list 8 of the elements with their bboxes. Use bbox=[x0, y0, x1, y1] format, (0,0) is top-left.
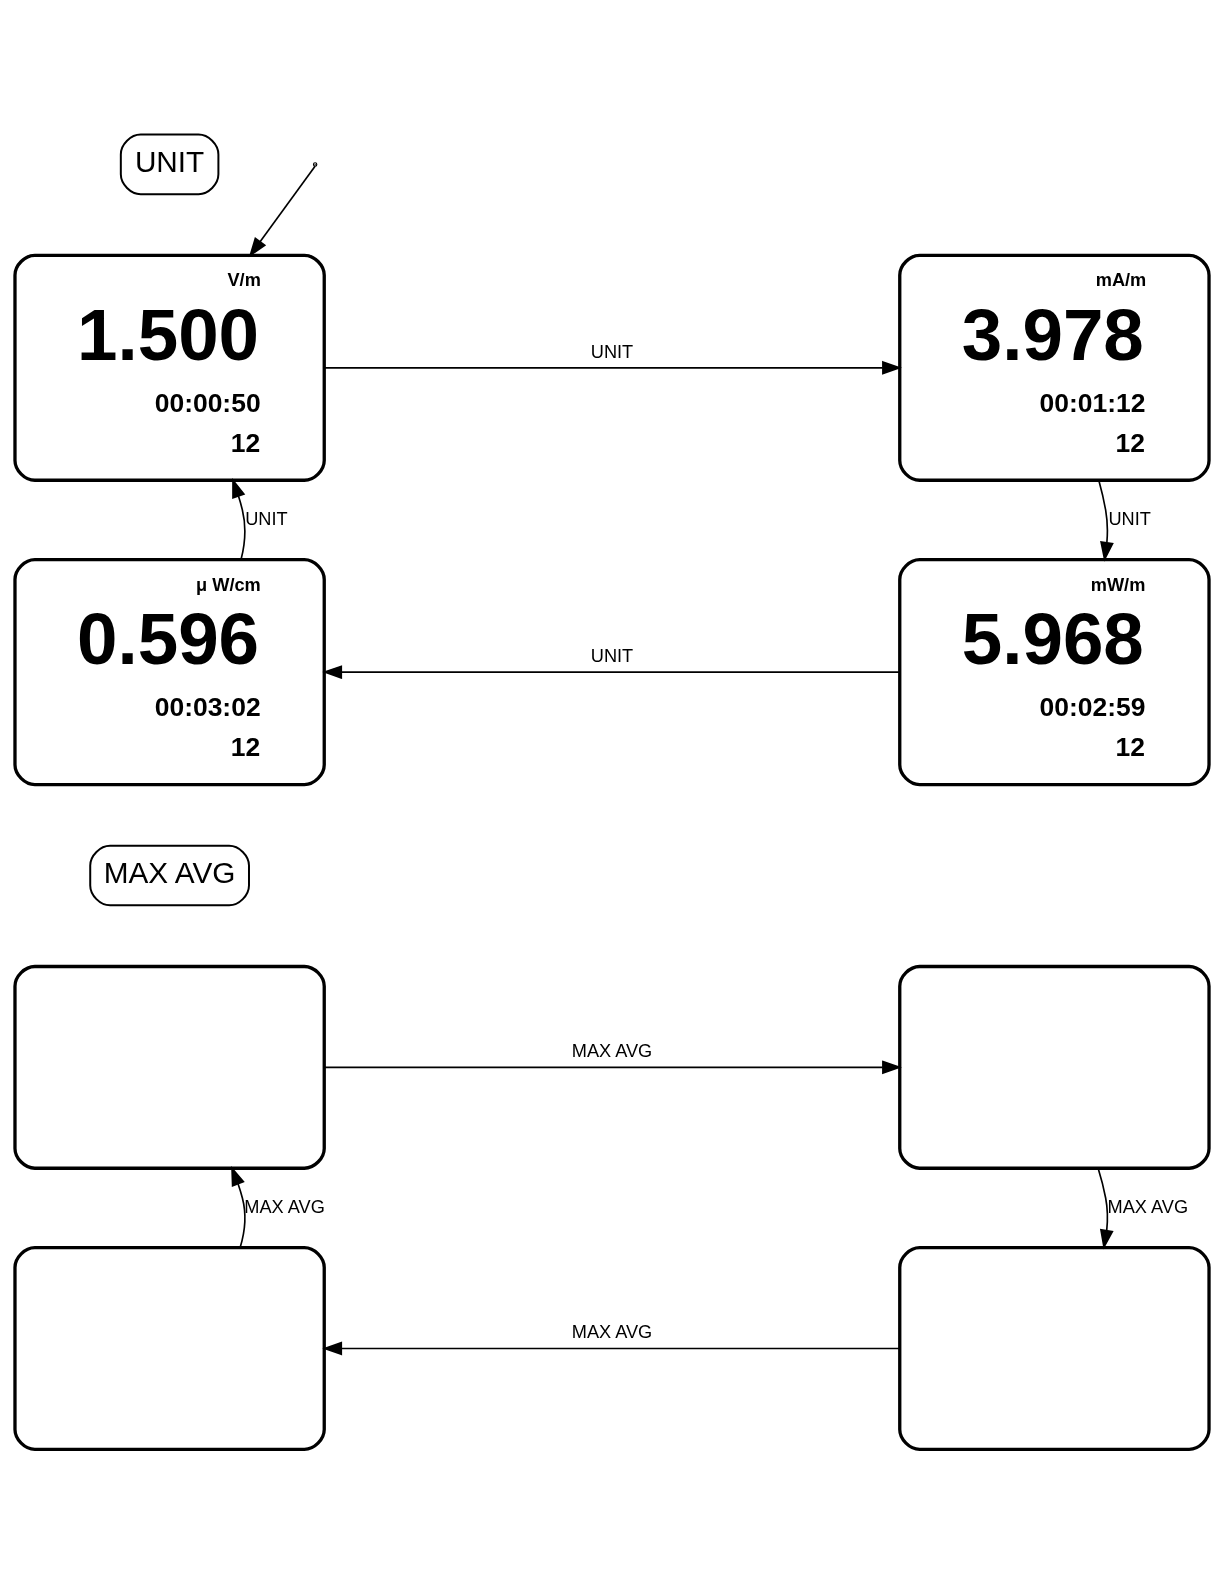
edge-label: UNIT bbox=[590, 341, 634, 362]
edge-label: UNIT bbox=[590, 645, 634, 666]
edge-label: MAX AVG bbox=[571, 1041, 653, 1062]
edge-label: MAX AVG bbox=[1107, 1196, 1189, 1217]
edge-label: UNIT bbox=[1108, 508, 1151, 529]
edge-label: MAX AVG bbox=[571, 1322, 653, 1343]
edge-label: UNIT bbox=[245, 508, 288, 529]
edge-label: MAX AVG bbox=[244, 1196, 325, 1217]
